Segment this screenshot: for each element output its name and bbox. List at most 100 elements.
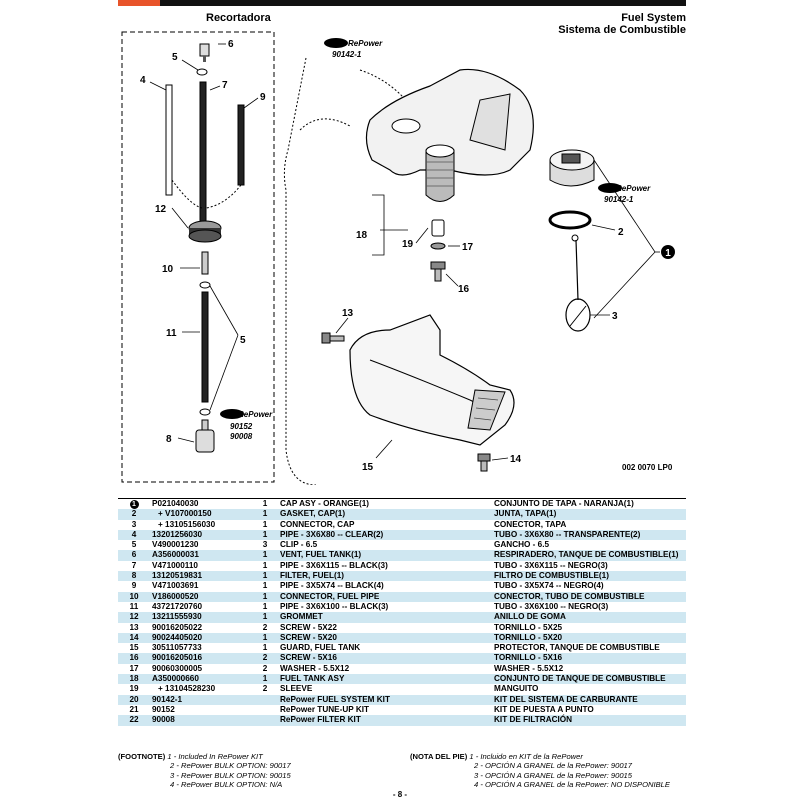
callout-13: 13 [342, 308, 354, 319]
description-es-cell: CONECTOR, TAPA [494, 519, 567, 529]
pipe-part-4 [165, 84, 173, 196]
description-en-cell: GASKET, CAP(1) [278, 509, 492, 520]
quantity-cell [252, 694, 278, 705]
callout-10: 10 [162, 264, 174, 275]
part-ref-cell: 9 [131, 581, 137, 591]
description-es-cell: TUBO - 3X6X115 -- NEGRO(3) [494, 560, 608, 570]
callout-5-b: 5 [240, 335, 246, 346]
description-en-cell: CLIP - 6.5 [280, 540, 318, 550]
svg-text:90142-1: 90142-1 [604, 195, 634, 204]
description-en-cell: WASHER - 5.5X12 [280, 663, 350, 673]
footnote-en-1: 1 - Included In RePower KIT [167, 752, 263, 761]
fuel-system-diagram: 6 5 7 4 9 12 10 11 5 8 13 15 14 18 19 17… [121, 31, 675, 485]
quantity-cell: 1 [252, 498, 278, 510]
connector-part-10 [201, 251, 209, 275]
description-es-cell: KIT DE FILTRACIÓN [492, 715, 686, 726]
description-en-cell: SLEEVE [280, 684, 313, 694]
filter-part-8 [195, 419, 215, 453]
part-ref-cell: 10 [118, 591, 150, 602]
description-en-cell: VENT, FUEL TANK(1) [278, 550, 492, 561]
part-ref-cell: 20 [118, 694, 150, 705]
quantity-cell: 1 [262, 560, 268, 570]
header-right-title-es: Sistema de Combustible [558, 24, 686, 36]
quantity-cell: 1 [252, 509, 278, 520]
quantity-cell [252, 705, 278, 715]
svg-text:90008: 90008 [230, 432, 253, 441]
description-en-cell: GROMMET [278, 612, 492, 623]
description-en-cell: GUARD, FUEL TANK [280, 643, 361, 653]
footnotes-spanish: (NOTA DEL PIE) 1 - Incluido en KIT de la… [410, 752, 670, 790]
description-en-cell: FILTER, FUEL(1) [278, 571, 492, 582]
part-ref-cell: 15 [129, 643, 139, 653]
callout-8: 8 [166, 434, 172, 445]
sleeve-part-19 [431, 219, 445, 237]
footnote-es-1: 1 - Incluido en KIT de la RePower [469, 752, 583, 761]
description-es-cell: GANCHO - 6.5 [494, 540, 550, 550]
quantity-cell: 1 [252, 571, 278, 582]
part-number-cell: 43721720760 [152, 601, 203, 611]
part-ref-cell: 22 [118, 715, 150, 726]
circled-ref: 1 [129, 500, 139, 509]
quantity-cell: 1 [252, 612, 278, 623]
description-es-cell: TUBO - 3X5X74 -- NEGRO(4) [494, 581, 604, 591]
description-en-cell: RePower FILTER KIT [278, 715, 492, 726]
part-number-cell: P021040030 [150, 498, 252, 510]
clip-part-5-mid [199, 281, 211, 289]
quantity-cell: 3 [262, 540, 268, 550]
header-right-title-en: Fuel System [621, 12, 686, 24]
description-en-cell: RePower TUNE-UP KIT [280, 704, 370, 714]
quantity-cell: 2 [262, 684, 268, 694]
footnote-en-3: 3 - RePower BULK OPTION: 90015 [170, 770, 291, 780]
description-es-cell: CONJUNTO DE TAPA - NARANJA(1) [492, 498, 686, 510]
svg-text:RePower: RePower [616, 184, 651, 193]
footnote-es-3: 3 - OPCIÓN A GRANEL de la RePower: 90015 [474, 770, 632, 780]
pipe-part-7 [199, 81, 207, 228]
screw-part-14 [477, 453, 491, 472]
vent-part-6 [199, 43, 210, 62]
part-number-cell: A356000031 [150, 550, 252, 561]
footnote-es-4: 4 - OPCIÓN A GRANEL de la RePower: NO DI… [474, 780, 670, 790]
description-en-cell: CAP ASY - ORANGE(1) [278, 498, 492, 510]
part-number-cell: 90016205016 [150, 653, 252, 664]
quantity-cell [252, 715, 278, 726]
description-es-cell: PROTECTOR, TANQUE DE COMBUSTIBLE [494, 643, 660, 653]
callout-18: 18 [356, 230, 368, 241]
part-ref-cell: 3 [131, 519, 137, 529]
quantity-cell: 1 [262, 601, 268, 611]
part-ref-cell: 13 [129, 622, 139, 632]
svg-text:RePower: RePower [238, 410, 273, 419]
callout-14: 14 [510, 454, 522, 465]
description-es-cell: TORNILLO - 5X25 [494, 622, 563, 632]
part-ref-cell: 8 [118, 571, 150, 582]
description-es-cell: CONJUNTO DE TANQUE DE COMBUSTIBLE [492, 674, 686, 685]
description-en-cell: PIPE - 3X6X100 -- BLACK(3) [280, 601, 389, 611]
part-number-cell: 90008 [150, 715, 252, 726]
quantity-cell: 2 [262, 622, 268, 632]
quantity-cell: 1 [262, 581, 268, 591]
description-en-cell: PIPE - 3X5X74 -- BLACK(4) [280, 581, 384, 591]
callout-16: 16 [458, 284, 470, 295]
part-ref-cell: 14 [118, 632, 150, 644]
figure-code: 002 0070 LP0 [622, 463, 673, 472]
description-es-cell: MANGUITO [494, 684, 539, 694]
description-es-cell: CONECTOR, TUBO DE COMBUSTIBLE [492, 591, 686, 602]
quantity-cell: 1 [252, 674, 278, 685]
description-es-cell: KIT DEL SISTEMA DE CARBURANTE [492, 694, 686, 705]
callout-4: 4 [140, 75, 146, 86]
part-ref-cell: 5 [131, 540, 137, 550]
footnote-label-es: (NOTA DEL PIE) [410, 752, 468, 761]
description-en-cell: PIPE - 3X6X80 -- CLEAR(2) [278, 529, 492, 541]
callout-2: 2 [618, 227, 624, 238]
description-es-cell: ANILLO DE GOMA [492, 612, 686, 623]
